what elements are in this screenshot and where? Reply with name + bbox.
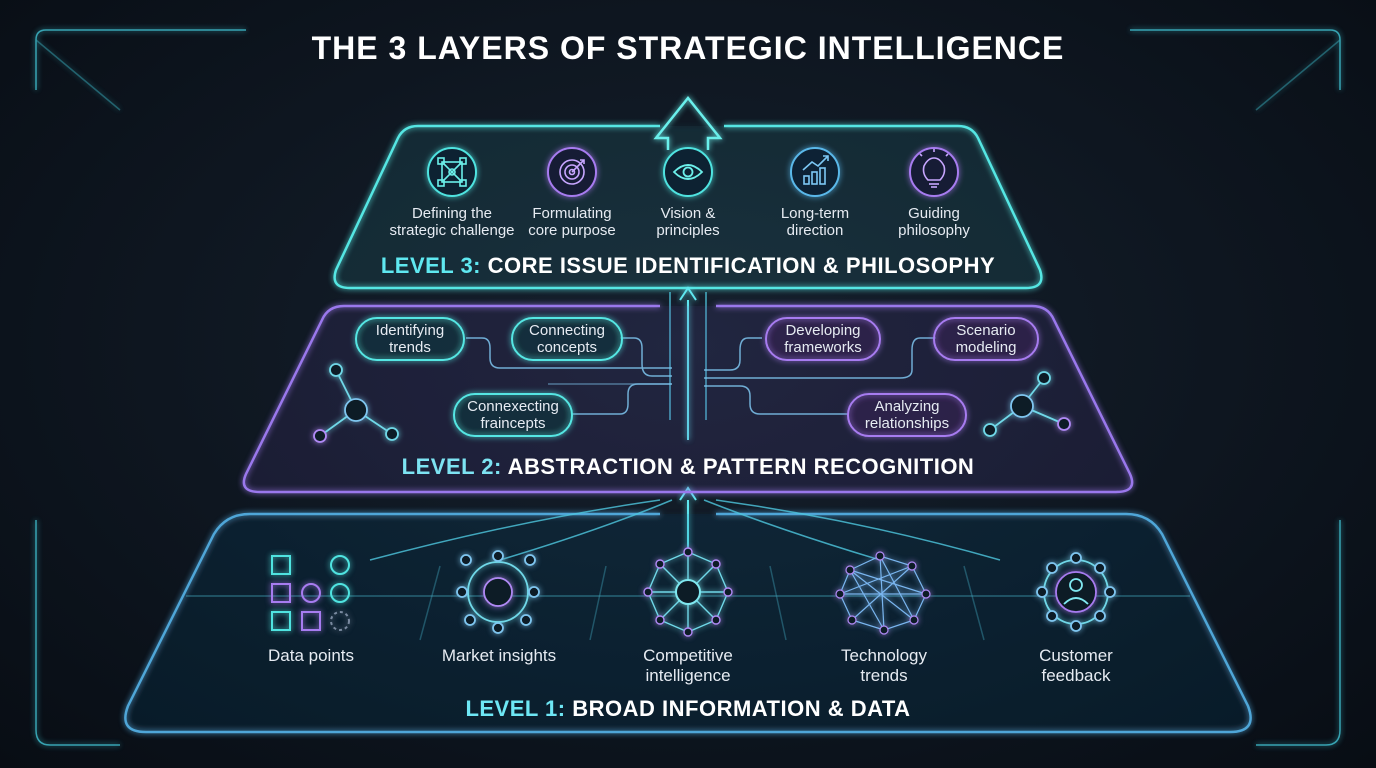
up-arrow [653,95,723,150]
pill-connecting-concepts [511,317,623,361]
level2-name: ABSTRACTION & PATTERN RECOGNITION [507,454,975,479]
level2-item-label: Connecting concepts [529,322,605,356]
level3-item-label: Long-term direction [780,205,850,239]
level1-item-label: Technology trends [840,646,927,685]
level3-icon-ring-3 [663,147,713,197]
arrow-head-l2-l3 [679,286,697,301]
level3-item-label: Guiding philosophy [898,205,970,239]
pill-scenario-modeling [933,317,1039,361]
level2-item-label: Developing frameworks [784,322,862,356]
level1-prefix: LEVEL 1: [465,696,566,721]
level2-item-label: Connexecting fraincepts [467,398,559,432]
pill-identifying-trends [355,317,465,361]
node-cluster-right [983,371,1071,437]
pill-developing-frameworks [765,317,881,361]
mesh-network-icon [643,547,733,637]
level3-item-label: Formulating core purpose [528,205,616,239]
level2-prefix: LEVEL 2: [401,454,502,479]
level2-item-label: Scenario modeling [955,322,1017,356]
level3-prefix: LEVEL 3: [380,253,482,278]
data-grid-icon [271,555,350,631]
level2-heading: LEVEL 2: ABSTRACTION & PATTERN RECOGNITI… [0,454,1376,480]
level2-panel [242,304,1134,494]
user-circle-icon [1036,552,1116,632]
lightbulb-icon [919,149,949,188]
network-square-icon [437,157,467,187]
web-mesh-icon [835,551,931,635]
node-cluster-left [313,363,399,443]
pill-connexecting-fraincepts [453,393,573,437]
growth-chart-icon [802,155,829,185]
level1-item-label: Competitive intelligence [643,646,733,685]
level1-name: BROAD INFORMATION & DATA [572,696,911,721]
level3-heading: LEVEL 3: CORE ISSUE IDENTIFICATION & PHI… [0,253,1376,279]
level2-item-label: Identifying trends [375,322,445,356]
page-title: THE 3 LAYERS OF STRATEGIC INTELLIGENCE [311,30,1065,66]
level3-icon-ring-5 [909,147,959,197]
level1-item-label: Customer feedback [1039,646,1113,685]
level1-item-label: Market insights [441,646,557,665]
eye-icon [672,164,704,180]
pill-analyzing-relationships [847,393,967,437]
level1-item-label: Data points [268,646,354,665]
frame-corners [35,29,1341,746]
hub-network-icon [456,550,540,634]
level3-item-label: Defining the strategic challenge [389,205,515,239]
level1-heading: LEVEL 1: BROAD INFORMATION & DATA [0,696,1376,722]
level3-name: CORE ISSUE IDENTIFICATION & PHILOSOPHY [487,253,996,278]
target-icon [559,159,585,185]
level3-item-label: Vision & principles [656,205,720,239]
level2-item-label: Analyzing relationships [864,398,950,432]
